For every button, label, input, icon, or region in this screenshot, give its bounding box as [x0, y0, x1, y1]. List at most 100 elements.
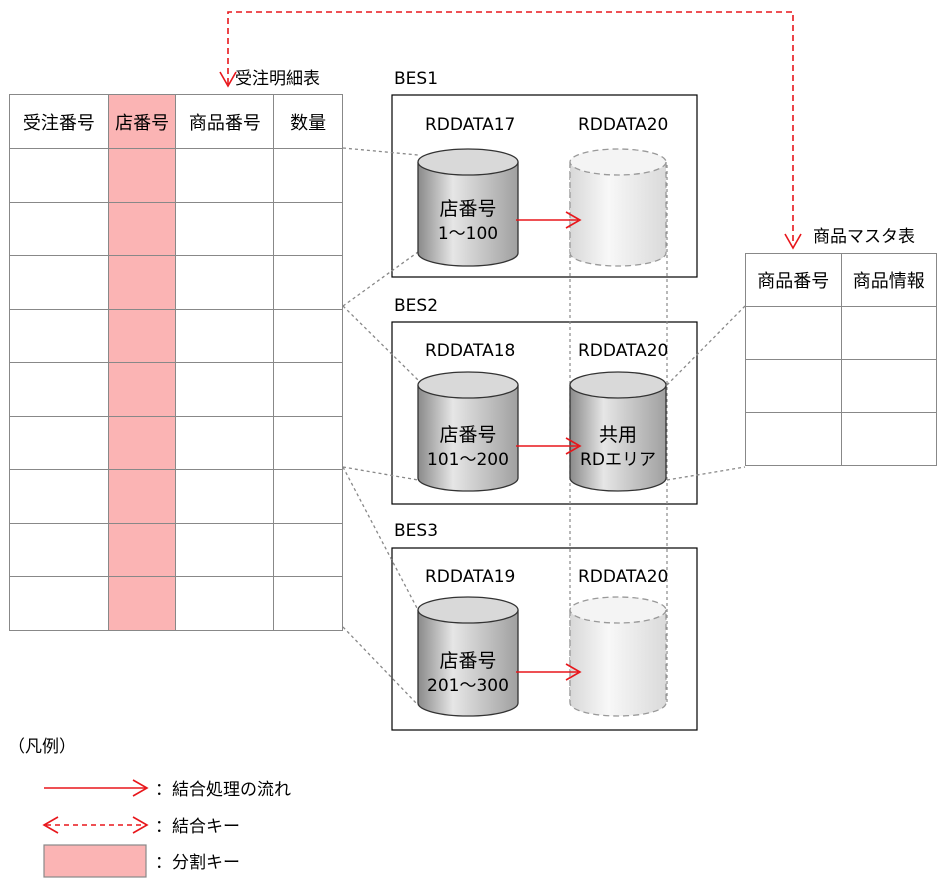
join-key-arrowhead-right — [784, 233, 802, 250]
order-table-cell — [175, 148, 275, 203]
flow-arrowhead-bes1 — [565, 211, 582, 229]
bes3-box — [391, 547, 698, 731]
legend-join-key-label: ：結合キー — [155, 817, 240, 837]
product-table-connectors — [666, 305, 746, 481]
bes1-box — [391, 94, 698, 278]
order-table-row — [9, 255, 343, 310]
order-table-cell — [9, 362, 109, 417]
order-table-cell — [175, 201, 275, 256]
rddata19-label: RDDATA19 — [425, 567, 515, 587]
rddata17-cylinder-top — [417, 148, 519, 176]
rddata17-label: RDDATA17 — [425, 115, 515, 135]
order-table-row — [9, 469, 343, 524]
bes2-db-range: 101～200 — [427, 450, 509, 470]
order-table-cell — [273, 576, 343, 631]
order-table-cell — [273, 469, 343, 524]
rddata18-cylinder — [417, 385, 519, 492]
order-table-connectors — [342, 147, 419, 706]
product-table-cell — [745, 306, 842, 360]
order-table-cell — [273, 362, 343, 417]
order-table-cell — [9, 469, 109, 524]
legend-partition-label: ：分割キー — [155, 853, 240, 873]
order-table-cell — [9, 308, 109, 363]
order-table-cell — [273, 415, 343, 470]
order-col-header: 店番号 — [107, 94, 177, 149]
product-col-header: 商品情報 — [840, 253, 937, 307]
product-table-cell — [840, 359, 937, 413]
bes3-label: BES3 — [394, 521, 438, 541]
join-key-arrow — [227, 11, 794, 242]
bes2-db-label: 店番号 — [439, 424, 496, 446]
rddata19-cylinder-top — [417, 596, 519, 624]
legend-flow-label: ：結合処理の流れ — [155, 780, 291, 800]
partition-key-cell — [107, 362, 177, 417]
product-table-title: 商品マスタ表 — [813, 227, 915, 247]
bes1-right-area-label: RDDATA20 — [578, 115, 668, 135]
rddata17-cylinder — [417, 162, 519, 267]
rddata19-cylinder — [417, 610, 519, 717]
product-col-header: 商品番号 — [745, 253, 842, 307]
order-table-cell — [9, 522, 109, 577]
legend-partition-swatch — [43, 844, 147, 878]
order-table-cell — [9, 415, 109, 470]
rddata18-label: RDDATA18 — [425, 341, 515, 361]
bes1-db-range: 1～100 — [438, 224, 498, 244]
order-table-cell — [273, 522, 343, 577]
order-table-cell — [175, 469, 275, 524]
order-table-title: 受注明細表 — [235, 69, 320, 89]
product-table-row — [745, 412, 937, 466]
product-table: 商品番号 商品情報 — [745, 253, 937, 466]
partition-key-cell — [107, 255, 177, 310]
bes1-db-label: 店番号 — [439, 198, 496, 220]
order-table-cell — [273, 255, 343, 310]
order-table-row — [9, 576, 343, 631]
order-table-cell — [273, 308, 343, 363]
order-table-cell — [9, 148, 109, 203]
order-table-cell — [273, 201, 343, 256]
order-col-header: 数量 — [273, 94, 343, 149]
order-table-cell — [175, 255, 275, 310]
bes2-box — [391, 321, 698, 505]
order-table-row — [9, 308, 343, 363]
order-table: 受注番号 店番号 商品番号 数量 — [9, 94, 343, 631]
rddata20-ghost-cylinder-3 — [569, 610, 667, 717]
partition-key-cell — [107, 148, 177, 203]
product-table-cell — [745, 359, 842, 413]
order-table-row — [9, 415, 343, 470]
order-col-header: 受注番号 — [9, 94, 109, 149]
order-table-row — [9, 522, 343, 577]
shared-area-line2: RDエリア — [580, 450, 656, 470]
rddata20-ghost-top-3 — [569, 596, 667, 624]
flow-arrowhead-bes2 — [565, 437, 582, 455]
product-table-cell — [840, 306, 937, 360]
order-col-header: 商品番号 — [175, 94, 275, 149]
legend-title: （凡例） — [8, 737, 76, 757]
legend-flow-arrowhead — [132, 779, 149, 797]
order-table-cell — [175, 308, 275, 363]
partition-key-cell — [107, 201, 177, 256]
shared-rd-area-top — [569, 371, 667, 399]
order-table-cell — [175, 362, 275, 417]
order-table-cell — [273, 148, 343, 203]
bes1-label: BES1 — [394, 69, 438, 89]
partition-key-cell — [107, 469, 177, 524]
rddata18-cylinder-top — [417, 371, 519, 399]
bes3-db-label: 店番号 — [439, 650, 496, 672]
order-table-row — [9, 148, 343, 203]
legend-join-key-head-right — [132, 816, 149, 834]
flow-arrowhead-bes3 — [565, 663, 582, 681]
bes3-right-area-label: RDDATA20 — [578, 567, 668, 587]
legend-join-key-head-left — [42, 816, 59, 834]
shared-area-line1: 共用 — [599, 424, 637, 446]
rddata20-ghost-cylinder-1 — [569, 162, 667, 267]
product-table-row — [745, 306, 937, 360]
product-table-cell — [745, 412, 842, 466]
order-table-cell — [175, 576, 275, 631]
bes2-right-area-label: RDDATA20 — [578, 341, 668, 361]
join-key-arrowhead-left — [219, 71, 237, 88]
partition-key-cell — [107, 415, 177, 470]
order-table-cell — [175, 415, 275, 470]
rddata20-ghost-top-1 — [569, 148, 667, 176]
order-table-cell — [175, 522, 275, 577]
order-table-row — [9, 201, 343, 256]
